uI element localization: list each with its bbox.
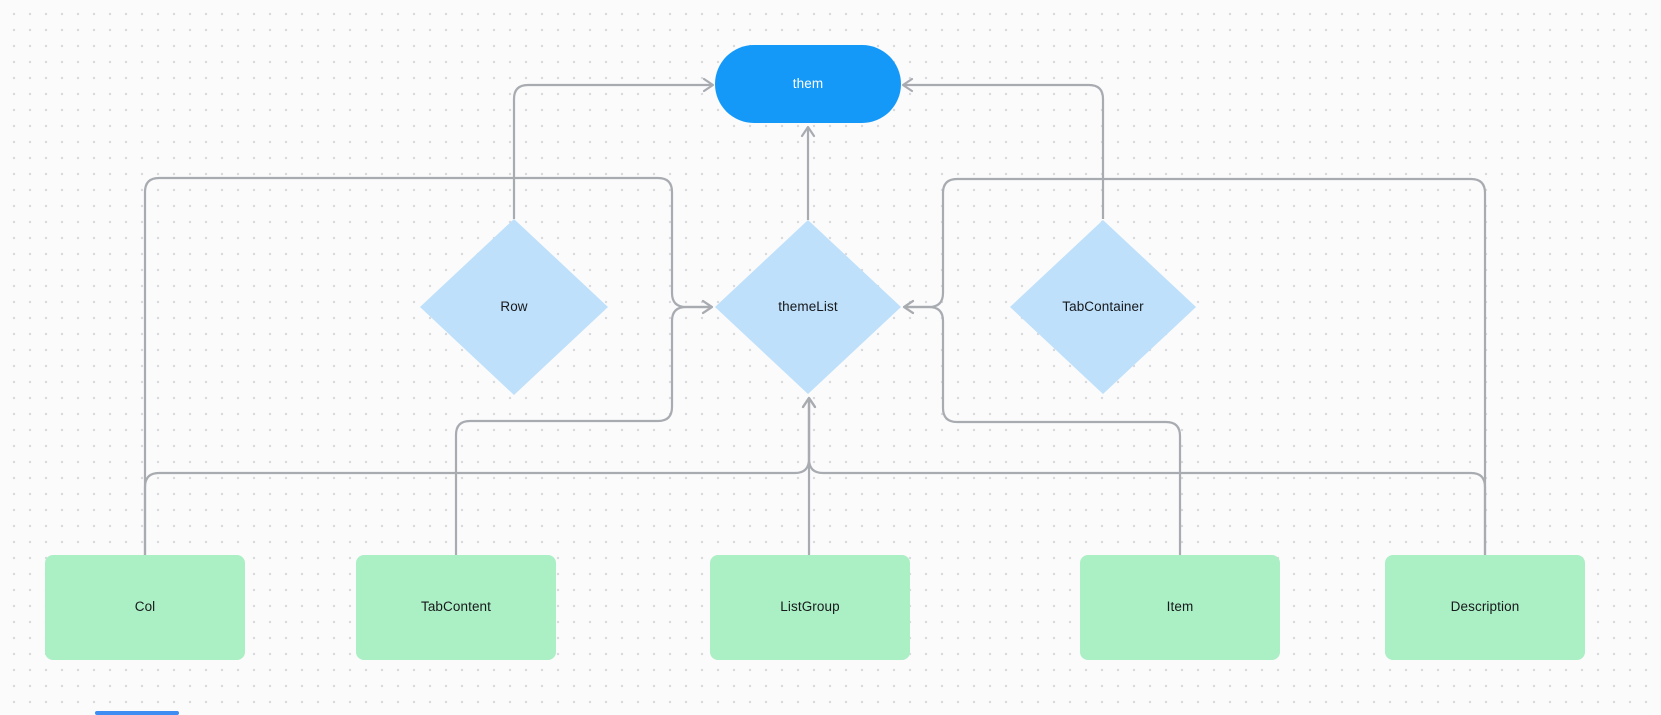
edge-TabContainer-them-right[interactable]	[901, 77, 1105, 219]
edge-Row-them-left[interactable]	[512, 77, 715, 219]
edge-Description-themeList-right[interactable]	[902, 177, 1487, 555]
node-Description[interactable]: Description	[1385, 554, 1585, 660]
horizontal-scrollbar-thumb[interactable]	[95, 711, 179, 715]
node-Col[interactable]: Col	[45, 554, 245, 660]
node-them[interactable]: them	[715, 45, 901, 123]
node-label: Description	[1450, 599, 1520, 615]
node-label: TabContent	[420, 599, 492, 615]
node-Item[interactable]: Item	[1080, 554, 1280, 660]
node-TabContent[interactable]: TabContent	[356, 554, 556, 660]
node-label: Col	[134, 599, 156, 615]
edge-Col-themeList-bottom[interactable]	[143, 396, 817, 555]
node-ListGroup[interactable]: ListGroup	[710, 554, 910, 660]
node-label: themeList	[778, 299, 838, 315]
edge-Col-themeList-left[interactable]	[143, 176, 714, 555]
edge-TabContent-themeList-left[interactable]	[454, 299, 714, 555]
node-label: ListGroup	[780, 599, 840, 615]
node-label: Row	[500, 299, 528, 315]
node-label: them	[792, 76, 824, 92]
edge-Item-themeList-right[interactable]	[902, 299, 1182, 555]
node-label: Item	[1166, 599, 1194, 615]
node-label: TabContainer	[1062, 299, 1144, 315]
